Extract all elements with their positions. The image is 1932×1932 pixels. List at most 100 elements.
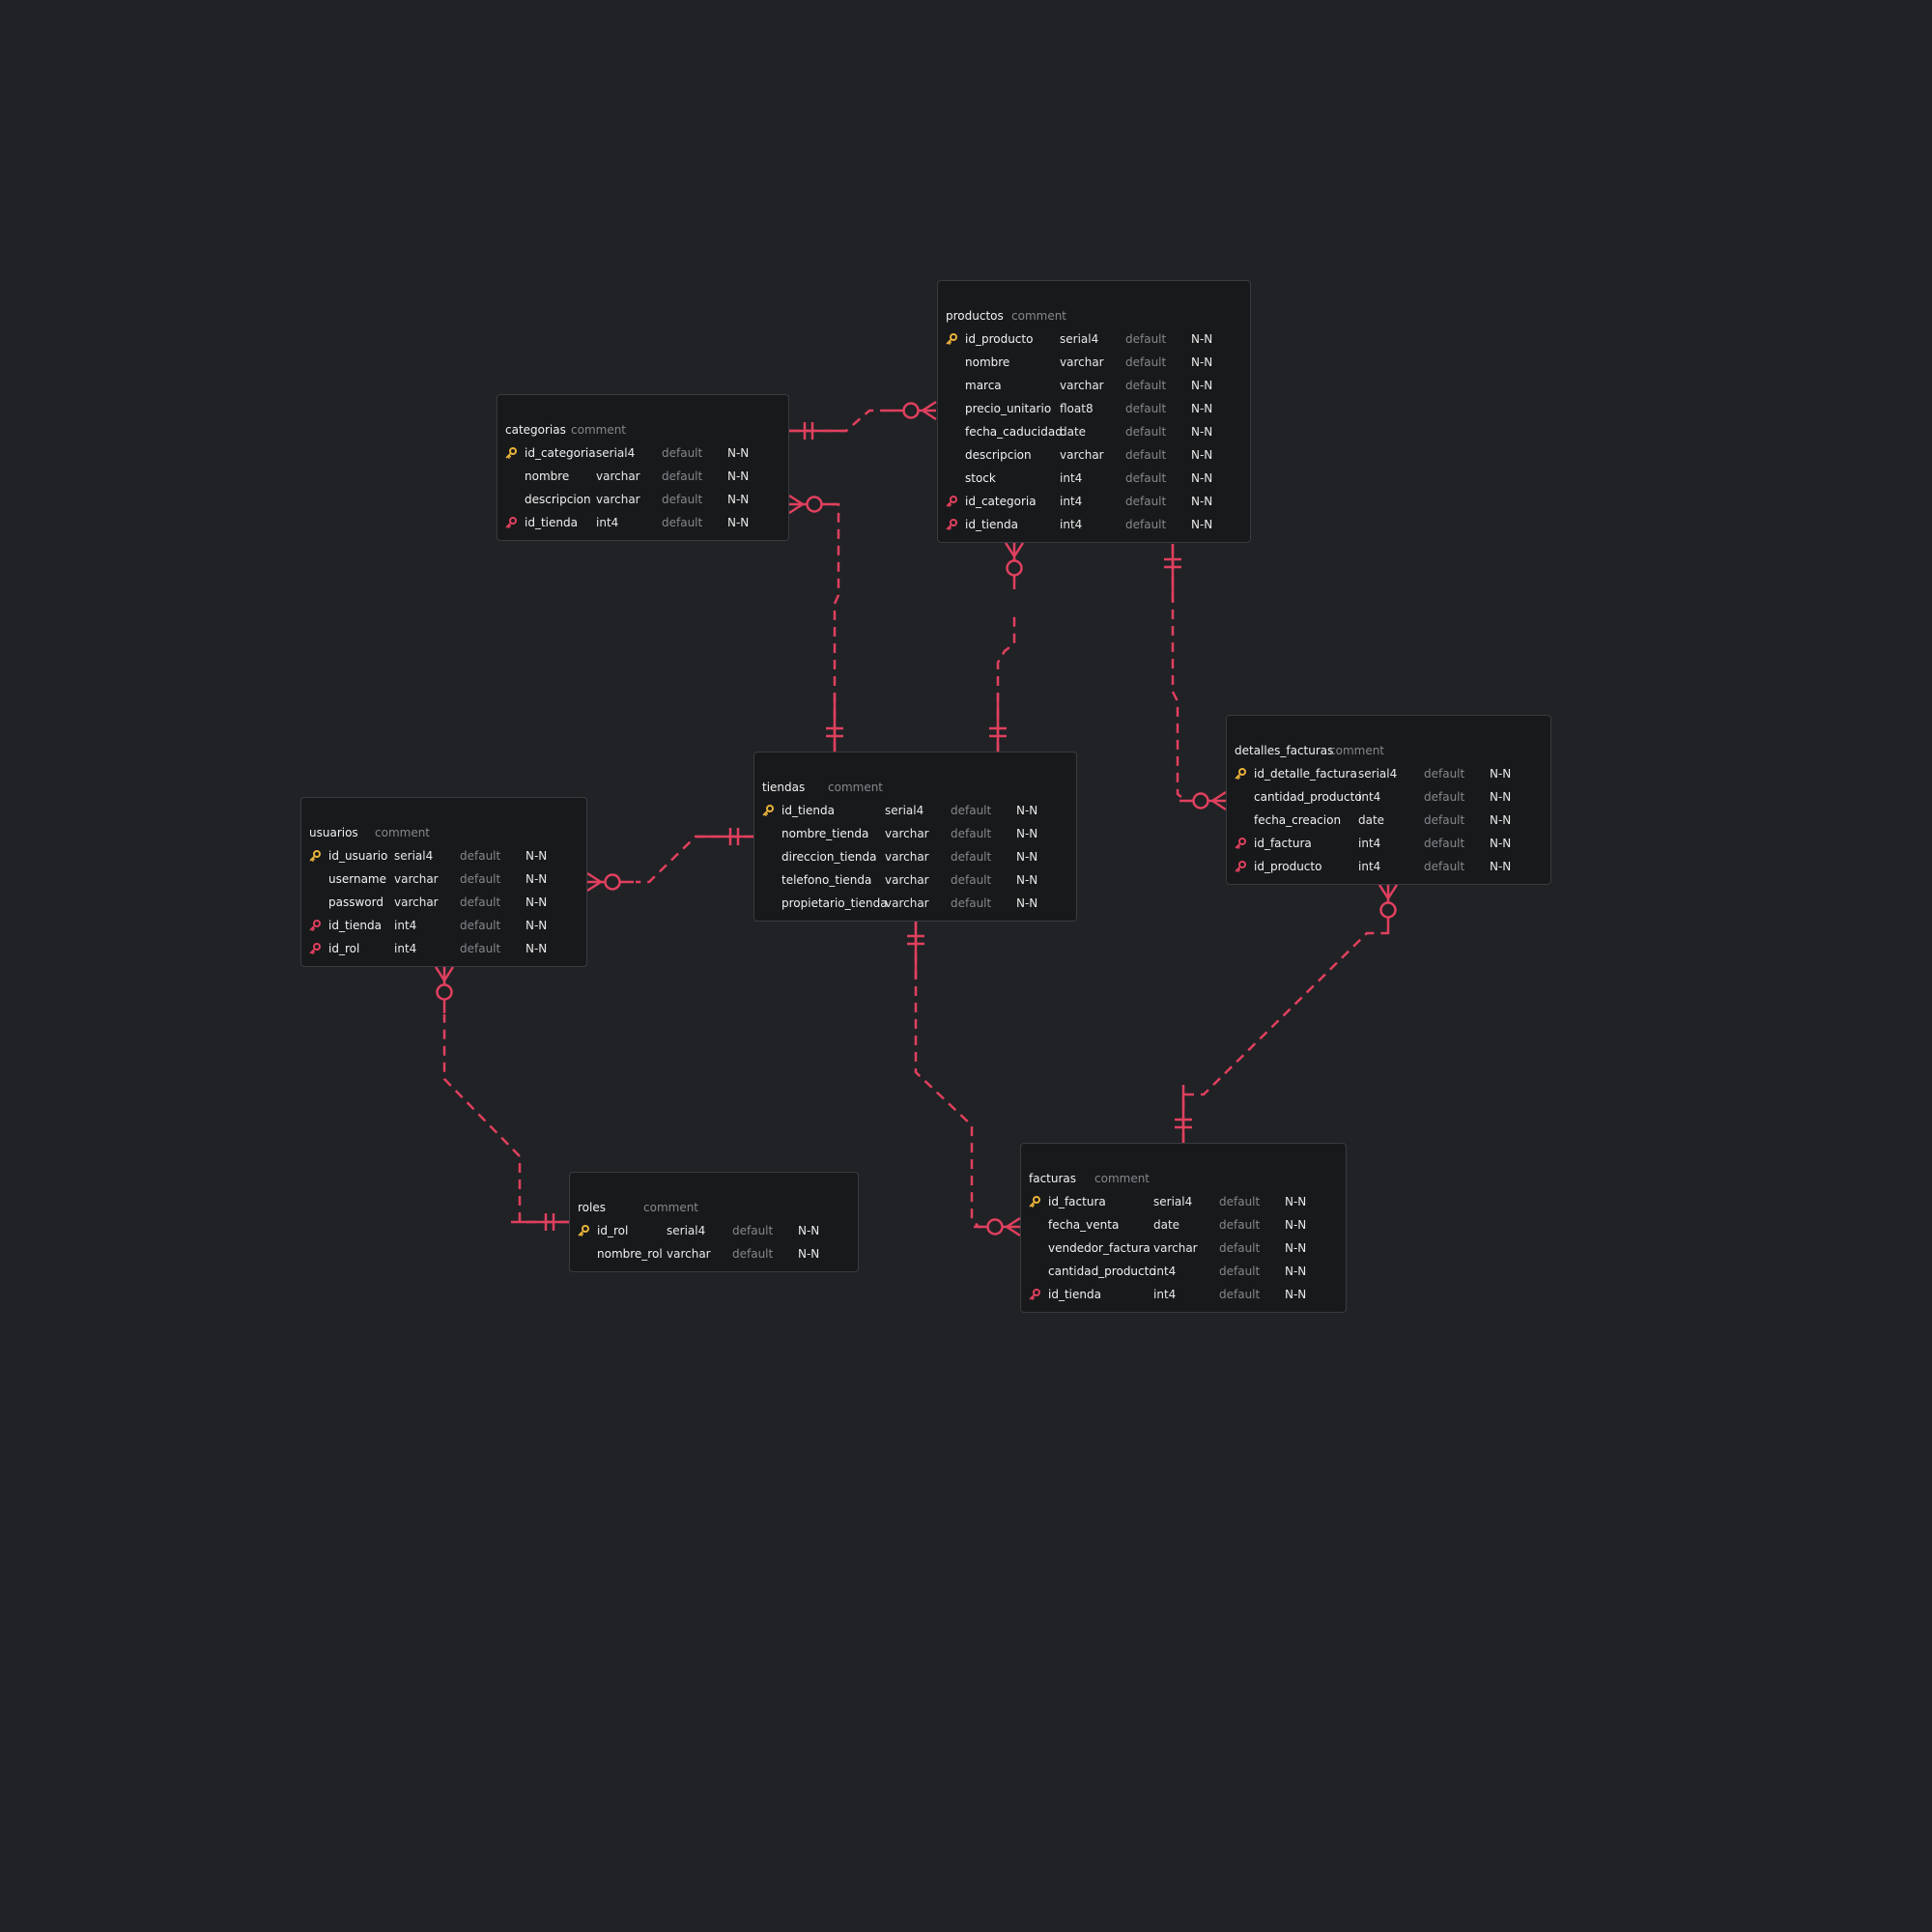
relation-tiendas-categorias[interactable] bbox=[788, 494, 843, 752]
table-comment: comment bbox=[643, 1201, 699, 1214]
column-name: fecha_venta bbox=[1048, 1218, 1120, 1232]
column-name: descripcion bbox=[525, 493, 591, 506]
relation-tiendas-productos[interactable] bbox=[989, 542, 1025, 752]
relation-roles-usuarios[interactable] bbox=[434, 966, 569, 1231]
column-name: username bbox=[328, 872, 386, 886]
column-nullability: N-N bbox=[526, 872, 548, 886]
column-nullability: N-N bbox=[1490, 813, 1512, 827]
column-nullability: N-N bbox=[727, 516, 750, 529]
key-placeholder bbox=[762, 845, 776, 868]
column-nullability: N-N bbox=[1490, 860, 1512, 873]
foreign-key-icon bbox=[309, 914, 323, 937]
column-type: serial4 bbox=[1153, 1195, 1193, 1208]
column-name: id_tienda bbox=[965, 518, 1018, 531]
relation-categorias-productos[interactable] bbox=[789, 400, 937, 440]
relation-facturas-detalles_facturas[interactable] bbox=[1175, 884, 1399, 1143]
column-name: marca bbox=[965, 379, 1002, 392]
column-nullability: N-N bbox=[727, 446, 750, 460]
column-default: default bbox=[1219, 1264, 1261, 1278]
column-default: default bbox=[662, 516, 703, 529]
column-type: varchar bbox=[885, 827, 929, 840]
column-type: varchar bbox=[885, 850, 929, 864]
column-type: serial4 bbox=[1060, 332, 1099, 346]
zero-or-many-marker bbox=[1179, 790, 1227, 811]
relation-line bbox=[1171, 544, 1188, 803]
column-nullability: N-N bbox=[1191, 518, 1213, 531]
column-name: id_factura bbox=[1254, 837, 1312, 850]
column-default: default bbox=[1125, 402, 1167, 415]
primary-key-icon bbox=[1029, 1190, 1042, 1213]
key-placeholder bbox=[946, 397, 959, 420]
primary-key-icon bbox=[505, 441, 519, 465]
column-type: serial4 bbox=[885, 804, 924, 817]
column-name: stock bbox=[965, 471, 996, 485]
one-and-only-one-marker bbox=[789, 422, 847, 440]
key-placeholder bbox=[762, 868, 776, 892]
relation-productos-detalles_facturas[interactable] bbox=[1164, 544, 1227, 811]
column-default: default bbox=[1424, 790, 1465, 804]
relation-tiendas-usuarios[interactable] bbox=[586, 828, 753, 893]
key-placeholder bbox=[946, 374, 959, 397]
zero-or-many-marker bbox=[1004, 542, 1025, 589]
relation-line bbox=[789, 409, 891, 433]
column-name: precio_unitario bbox=[965, 402, 1052, 415]
relation-tiendas-facturas[interactable] bbox=[907, 921, 1021, 1237]
zero-or-many-marker bbox=[586, 871, 634, 893]
one-and-only-one-marker bbox=[1164, 544, 1181, 602]
table-header[interactable]: detalles_facturascomment bbox=[1235, 739, 1384, 762]
column-type: int4 bbox=[394, 919, 417, 932]
column-name: nombre bbox=[965, 355, 1010, 369]
column-name: id_detalle_factura bbox=[1254, 767, 1357, 781]
foreign-key-icon bbox=[505, 511, 519, 534]
